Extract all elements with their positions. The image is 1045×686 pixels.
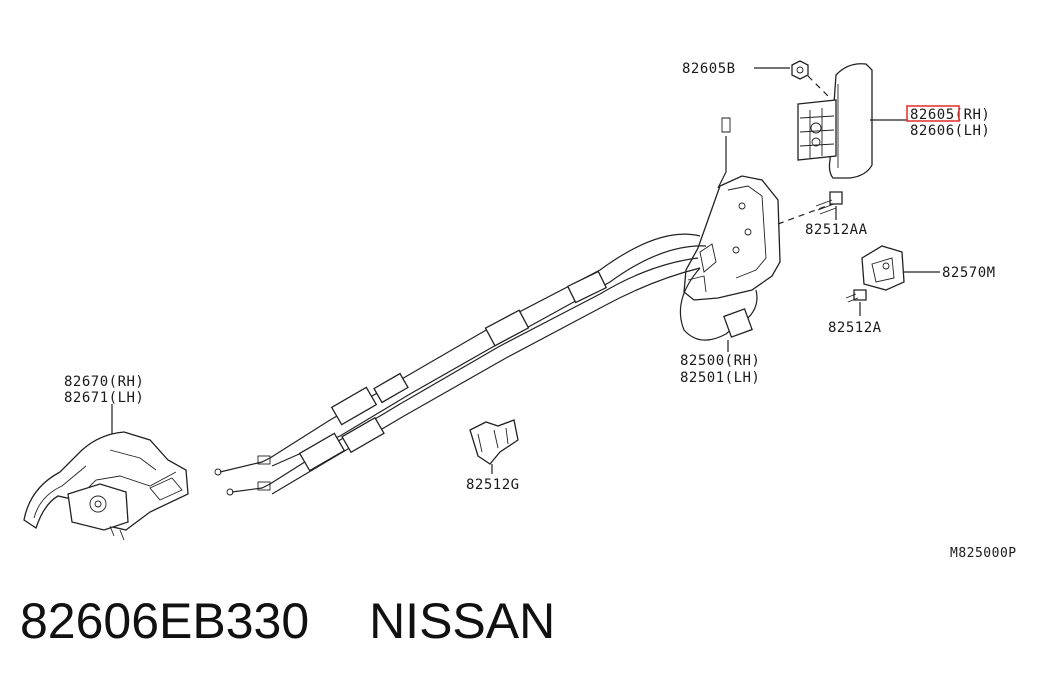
- bolt-82512aa[interactable]: [815, 191, 843, 215]
- outside-handle[interactable]: [797, 63, 873, 179]
- label-nut: 82605B: [682, 61, 736, 77]
- caption: 82606EB330 NISSAN: [20, 596, 555, 646]
- striker-82570m[interactable]: [861, 245, 905, 291]
- label-lock-rh: 82500(RH): [680, 353, 760, 369]
- label-inside-handle-lh: 82671(LH): [64, 390, 144, 406]
- caption-brand: NISSAN: [369, 593, 556, 649]
- label-inside-handle-rh: 82670(RH): [64, 374, 144, 390]
- caption-part-number: 82606EB330: [20, 593, 310, 649]
- highlight-box: [906, 105, 960, 122]
- door-cables[interactable]: [214, 233, 707, 496]
- label-bolt-a: 82512A: [828, 320, 882, 336]
- label-outside-handle-rh: 82605(RH): [910, 107, 990, 123]
- diagram-code: M825000P: [950, 546, 1017, 561]
- clip-82512g[interactable]: [469, 419, 519, 465]
- door-lock-actuator[interactable]: [683, 175, 781, 301]
- label-lock-lh: 82501(LH): [680, 370, 760, 386]
- label-bolt-aa: 82512AA: [805, 222, 868, 238]
- label-outside-handle-lh: 82606(LH): [910, 123, 990, 139]
- nut-82605b[interactable]: [791, 60, 809, 80]
- inside-handle[interactable]: [23, 431, 189, 541]
- label-clip: 82512G: [466, 477, 520, 493]
- label-striker: 82570M: [942, 265, 996, 281]
- bolt-82512a[interactable]: [845, 289, 867, 303]
